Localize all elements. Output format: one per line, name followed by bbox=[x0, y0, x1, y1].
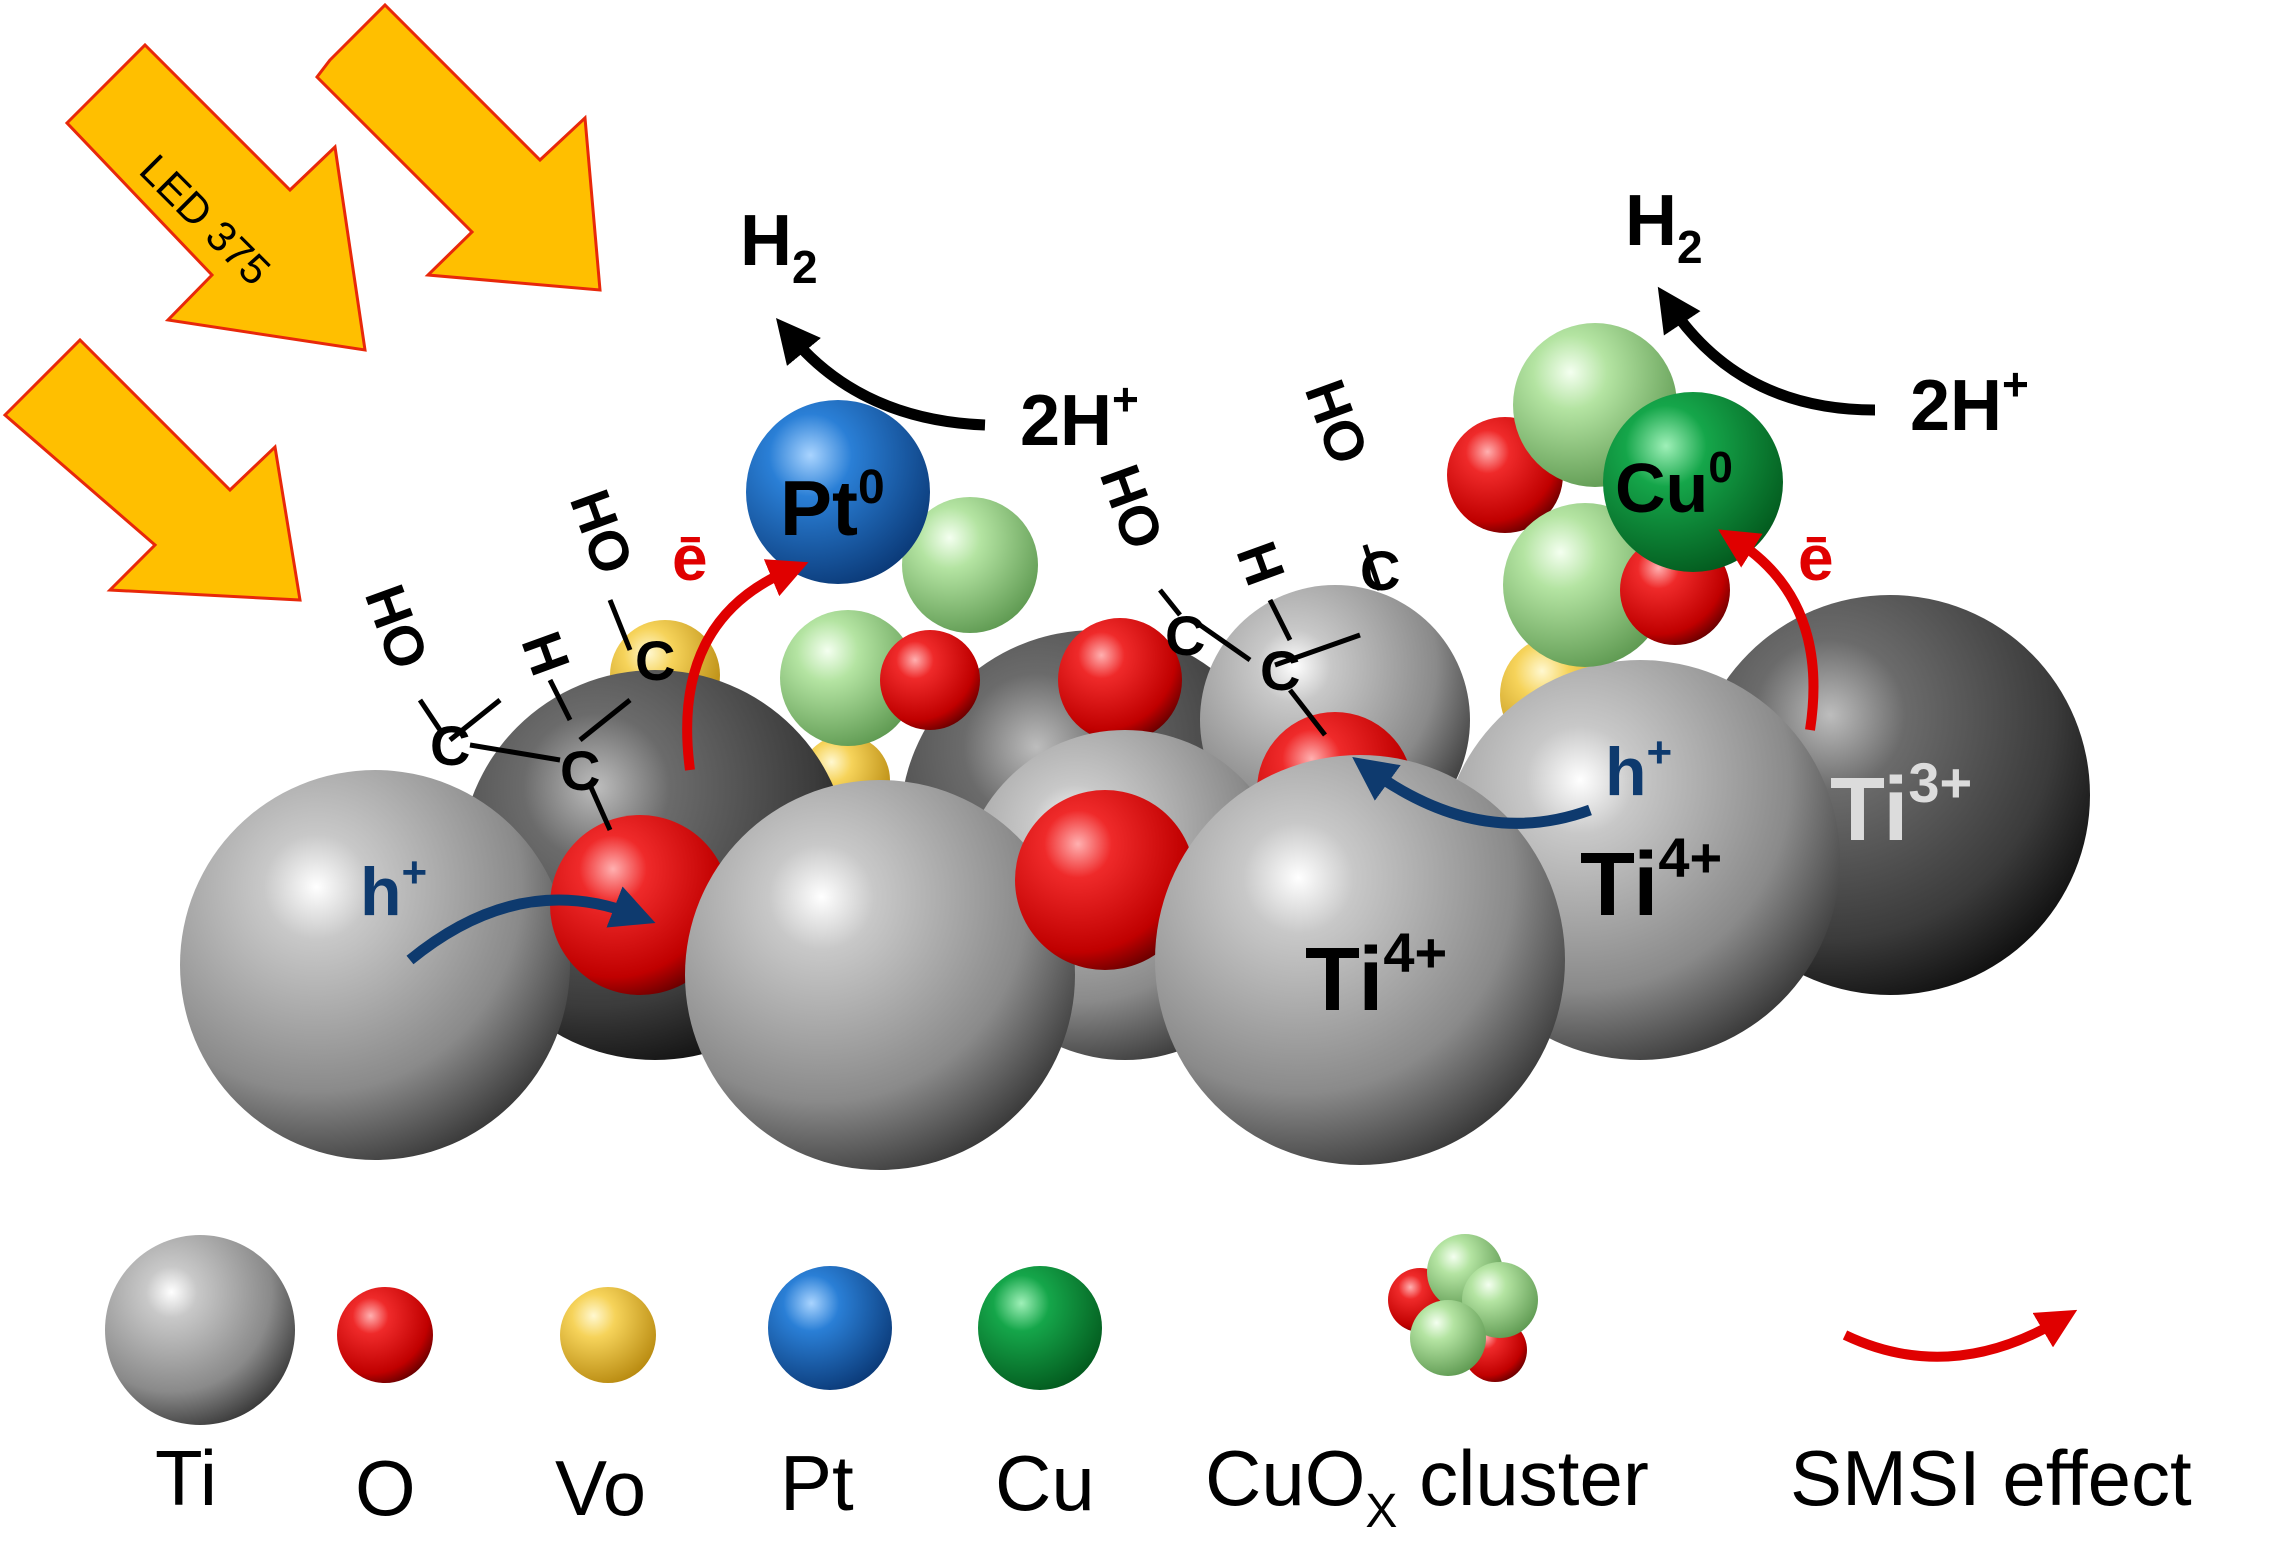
hole-label: h+ bbox=[360, 848, 427, 930]
hydroxyl-label: HO bbox=[353, 577, 441, 677]
bond bbox=[607, 599, 633, 651]
light-arrow-led: LED 375 bbox=[64, 42, 367, 352]
electron-arrow bbox=[682, 559, 809, 771]
legend-o-swatch bbox=[337, 1287, 433, 1383]
bond bbox=[1158, 588, 1182, 617]
bond bbox=[417, 698, 443, 732]
legend-cu-label: Cu bbox=[995, 1439, 1095, 1527]
hydrogen-label: H bbox=[509, 624, 582, 684]
legend-cu-swatch bbox=[978, 1266, 1102, 1390]
glycerol-right bbox=[1158, 544, 1383, 737]
legend: Ti O Vo Pt Cu CuOX cluster SMSI effect bbox=[105, 1234, 2192, 1538]
legend-smsi-label: SMSI effect bbox=[1790, 1434, 2192, 1522]
cuox-atom bbox=[780, 610, 916, 746]
o-atom bbox=[1015, 790, 1195, 970]
cu-atom bbox=[1603, 392, 1783, 572]
h2-label: H2 bbox=[1625, 181, 1703, 273]
o-atom bbox=[1058, 618, 1182, 742]
hydroxyl-label: HO bbox=[558, 482, 646, 582]
bond bbox=[1362, 544, 1383, 591]
2h-label: 2H+ bbox=[1910, 358, 2029, 446]
carbon-label: C bbox=[1260, 639, 1300, 702]
h2-left: H2 2H+ bbox=[740, 201, 1139, 461]
hole-arrow bbox=[1352, 757, 1592, 829]
h2-right: H2 2H+ bbox=[1625, 181, 2029, 446]
legend-ti-swatch bbox=[105, 1235, 295, 1425]
h2-label: H2 bbox=[740, 201, 818, 293]
glycerol-right-text: C C C H HO HO bbox=[1088, 372, 1400, 702]
hole-arrow bbox=[406, 886, 656, 965]
legend-pt-label: Pt bbox=[780, 1439, 854, 1527]
h2-arrow bbox=[1657, 286, 1876, 416]
bond bbox=[1274, 632, 1361, 668]
legend-vo-label: Vo bbox=[555, 1444, 646, 1532]
light-arrow-bottom bbox=[2, 337, 302, 602]
2h-label: 2H+ bbox=[1020, 373, 1139, 461]
ti4-label-center: Ti4+ bbox=[1305, 921, 1447, 1030]
bond bbox=[587, 783, 613, 832]
pt-site: Pt0 bbox=[746, 400, 1038, 746]
pt-label: Pt0 bbox=[780, 461, 885, 552]
electron-left: ē bbox=[672, 522, 809, 771]
legend-cuox-swatch bbox=[1388, 1234, 1538, 1382]
carbon-label: C bbox=[560, 739, 600, 802]
cuox-atom bbox=[1503, 503, 1667, 667]
electron-arrow bbox=[1718, 529, 1819, 731]
ti-atom bbox=[180, 770, 570, 1160]
pt-atom bbox=[746, 400, 930, 584]
hydroxyl-label: HO bbox=[1293, 372, 1381, 472]
legend-o-label: O bbox=[355, 1444, 416, 1532]
bond bbox=[578, 698, 632, 742]
legend-cuox-label: CuOX cluster bbox=[1205, 1434, 1649, 1538]
bond bbox=[448, 698, 502, 742]
hole-label: h+ bbox=[1605, 728, 1672, 810]
cu-site: Cu0 bbox=[1447, 323, 1783, 667]
carbon-label: C bbox=[1165, 604, 1205, 667]
light-arrow-top bbox=[315, 2, 602, 292]
cuox-atom bbox=[902, 497, 1038, 633]
ti3-label: Ti3+ bbox=[1830, 751, 1972, 860]
bond bbox=[1198, 622, 1252, 663]
hole-right: h+ bbox=[1352, 728, 1672, 829]
hydroxyl-label: HO bbox=[1088, 457, 1176, 557]
bond bbox=[1267, 598, 1293, 642]
electron-label: ē bbox=[672, 522, 708, 594]
light-arrows: LED 375 bbox=[2, 2, 602, 602]
h2-arrow bbox=[776, 318, 986, 431]
bond bbox=[547, 678, 573, 722]
carbon-label: C bbox=[1360, 539, 1400, 602]
ti-atom bbox=[1155, 755, 1565, 1165]
carbon-label: C bbox=[635, 629, 675, 692]
legend-ti-label: Ti bbox=[155, 1434, 217, 1522]
hole-left: h+ bbox=[360, 848, 656, 965]
legend-vo-swatch bbox=[560, 1287, 656, 1383]
o-atom bbox=[880, 630, 980, 730]
carbon-label: C bbox=[430, 714, 470, 777]
ti-atom bbox=[685, 780, 1075, 1170]
hydrogen-label: H bbox=[1224, 534, 1297, 594]
legend-smsi-arrow bbox=[1842, 1309, 2078, 1362]
ti4-label-right: Ti4+ bbox=[1580, 826, 1722, 935]
cu-label: Cu0 bbox=[1615, 443, 1733, 527]
bond bbox=[469, 742, 561, 763]
electron-label: ē bbox=[1798, 522, 1834, 594]
bond bbox=[1288, 688, 1327, 737]
glycerol-left bbox=[417, 599, 633, 832]
legend-pt-swatch bbox=[768, 1266, 892, 1390]
electron-right: ē bbox=[1718, 522, 1834, 731]
